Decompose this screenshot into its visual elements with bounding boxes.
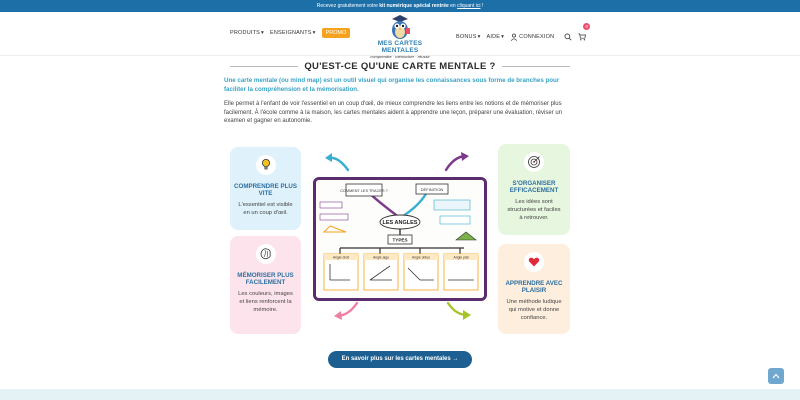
nav-item-aide[interactable]: AIDE▾ — [487, 34, 505, 40]
logo-tagline: comprendre · mémoriser · réussir — [370, 54, 430, 59]
nav-label: BONUS — [456, 34, 477, 40]
card-title: MÉMORISER PLUS FACILEMENT — [237, 272, 294, 286]
benefit-card-memorize: MÉMORISER PLUS FACILEMENT Les couleurs, … — [230, 236, 301, 334]
benefit-card-understand: COMPRENDRE PLUS VITE L'essentiel est vis… — [230, 147, 301, 230]
chevron-down-icon: ▾ — [501, 34, 505, 40]
main-nav-right: BONUS▾ AIDE▾ CONNEXION 0 — [456, 23, 591, 46]
login-link[interactable]: CONNEXION — [510, 33, 554, 41]
login-label: CONNEXION — [519, 34, 555, 40]
site-logo[interactable]: MES CARTES MENTALES comprendre · mémoris… — [360, 14, 440, 59]
benefit-card-enjoy: APPRENDRE AVEC PLAISIR Une méthode ludiq… — [498, 244, 570, 334]
nav-item-promo[interactable]: PROMO — [321, 28, 351, 38]
main-nav-left: PRODUITS▾ ENSEIGNANTS▾ PROMO — [230, 28, 351, 38]
section-heading: QU'EST-CE QU'UNE CARTE MENTALE ? — [0, 61, 800, 72]
site-header: PRODUITS▾ ENSEIGNANTS▾ PROMO MES CARTES … — [0, 12, 800, 59]
mind-map-illustration: COMMENT LES TRACER ? DÉFINITION LES ANGL… — [313, 177, 487, 301]
mindmap-type-3: Angle obtus — [412, 256, 430, 260]
card-text: Une méthode ludique qui motive et donne … — [506, 299, 562, 321]
announcement-text-end: ! — [480, 3, 484, 9]
brain-icon — [255, 244, 276, 264]
user-icon — [511, 33, 518, 41]
card-text: Les idées sont structurées et faciles à … — [507, 199, 561, 221]
mindmap-type-1: Angle droit — [333, 256, 349, 260]
mindmap-branch-right: DÉFINITION — [421, 187, 444, 192]
mindmap-type-2: Angle aigu — [373, 256, 389, 260]
curved-arrow-icon — [334, 301, 359, 320]
cart-button[interactable]: 0 — [578, 23, 591, 46]
mindmap-center: LES ANGLES — [383, 220, 418, 226]
divider — [230, 66, 299, 67]
announcement-link[interactable]: cliquant ici — [457, 3, 481, 9]
announcement-text-mid: en — [448, 3, 458, 9]
mindmap-type-4: Angle plat — [453, 256, 468, 260]
nav-label: PRODUITS — [230, 30, 261, 36]
back-to-top-button[interactable] — [768, 368, 784, 384]
chevron-down-icon: ▾ — [477, 34, 481, 40]
learn-more-button[interactable]: En savoir plus sur les cartes mentales → — [328, 351, 472, 368]
mindmap-branch-bottom: TYPES — [392, 238, 407, 243]
target-icon — [524, 152, 544, 172]
chevron-up-icon — [772, 373, 780, 379]
nav-label: ENSEIGNANTS — [270, 30, 312, 36]
owl-mascot-icon — [389, 14, 411, 40]
cart-icon — [578, 33, 587, 41]
lightbulb-icon — [255, 155, 276, 175]
announcement-bold: kit numérique spécial rentrée — [379, 3, 449, 9]
curved-arrow-icon — [446, 301, 471, 320]
page-title: QU'EST-CE QU'UNE CARTE MENTALE ? — [304, 61, 496, 72]
curved-arrow-icon — [444, 152, 469, 172]
nav-label: AIDE — [486, 34, 501, 40]
cart-count-badge: 0 — [583, 23, 591, 30]
chevron-down-icon: ▾ — [261, 30, 264, 36]
nav-item-produits[interactable]: PRODUITS▾ — [230, 30, 264, 36]
heart-icon — [524, 252, 544, 272]
intro-body: Elle permet à l'enfant de voir l'essenti… — [224, 101, 562, 124]
card-title: COMPRENDRE PLUS VITE — [234, 183, 297, 197]
logo-title: MES CARTES MENTALES — [377, 40, 423, 54]
card-text: L'essentiel est visible en un coup d'œil… — [238, 202, 293, 216]
card-title: S'ORGANISER EFFICACEMENT — [509, 180, 559, 194]
announcement-text-start: Recevez gratuitement votre — [316, 3, 380, 9]
divider — [501, 66, 570, 67]
card-title: APPRENDRE AVEC PLAISIR — [505, 280, 563, 294]
footer-band — [0, 389, 800, 400]
mindmap-branch-left: COMMENT LES TRACER ? — [340, 189, 388, 193]
nav-item-bonus[interactable]: BONUS▾ — [456, 34, 481, 40]
benefit-card-organize: S'ORGANISER EFFICACEMENT Les idées sont … — [498, 144, 570, 235]
nav-item-enseignants[interactable]: ENSEIGNANTS▾ — [270, 30, 316, 36]
intro-lead: Une carte mentale (ou mind map) est un o… — [224, 77, 560, 93]
curved-arrow-icon — [325, 153, 350, 172]
card-text: Les couleurs, images et liens renforcent… — [238, 291, 293, 313]
search-icon[interactable] — [564, 33, 572, 41]
announcement-bar: Recevez gratuitement votre kit numérique… — [0, 0, 800, 12]
chevron-down-icon: ▾ — [312, 30, 316, 36]
